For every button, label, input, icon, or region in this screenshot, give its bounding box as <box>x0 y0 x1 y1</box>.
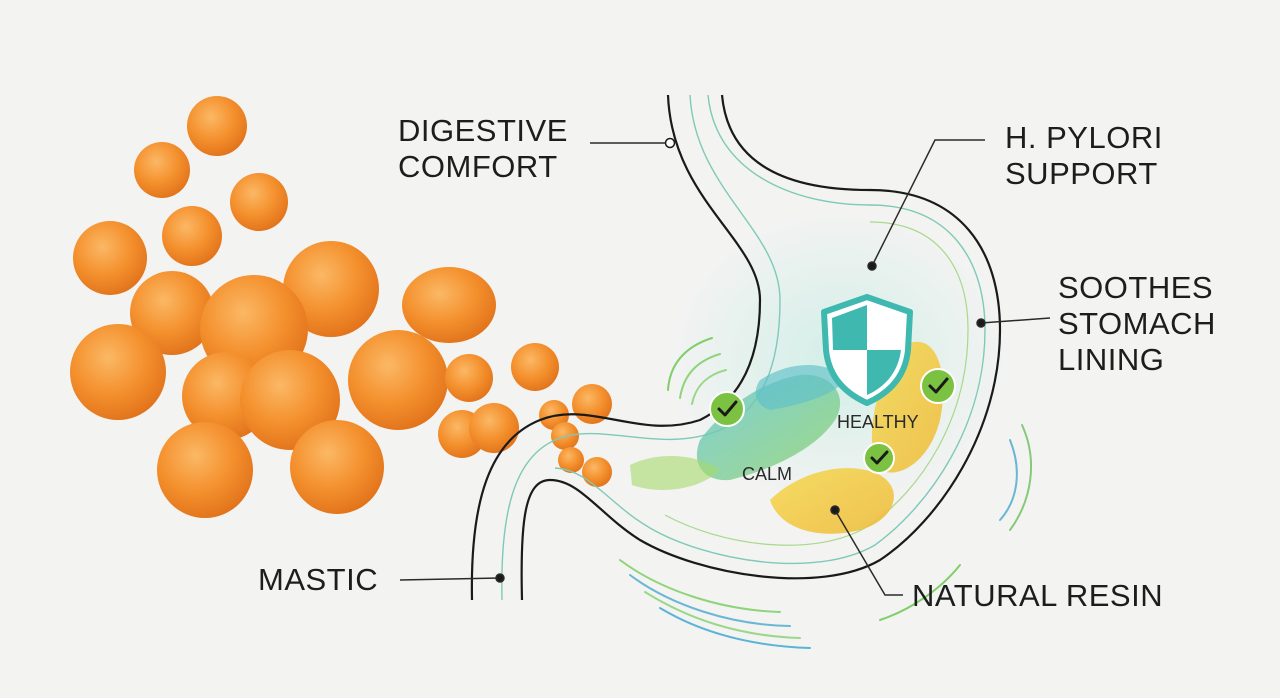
gummy <box>187 96 247 156</box>
yellow-zone <box>770 468 894 534</box>
label-digestive-comfort: DIGESTIVE COMFORT <box>398 113 568 185</box>
mastic-gummies <box>70 96 612 518</box>
leader-hpylori <box>871 139 985 267</box>
leader-lines <box>399 137 1051 596</box>
label-hpylori-support: H. PYLORI SUPPORT <box>1005 120 1163 192</box>
label-soothes-stomach-lining: SOOTHES STOMACH LINING <box>1058 270 1216 378</box>
soothing-ripples <box>619 337 1033 649</box>
gummy <box>157 422 253 518</box>
gummy <box>511 343 559 391</box>
label-calm: CALM <box>742 464 793 484</box>
gummy <box>348 330 448 430</box>
green-zone <box>630 455 720 490</box>
label-line: H. PYLORI <box>1005 120 1163 155</box>
gummy <box>70 324 166 420</box>
gummy <box>283 241 379 337</box>
check-icon <box>863 442 895 474</box>
label-line: LINING <box>1058 342 1165 377</box>
stomach-outline <box>470 94 1002 601</box>
gummy <box>73 221 147 295</box>
label-natural-resin: NATURAL RESIN <box>912 578 1164 613</box>
gummy <box>130 271 214 355</box>
label-mastic: MASTIC <box>258 562 379 597</box>
gummy <box>469 403 519 453</box>
stomach-outer-wall <box>470 94 1002 601</box>
gummy <box>240 350 340 450</box>
gummy <box>230 173 288 231</box>
teal-zone <box>755 365 845 410</box>
gummy <box>162 206 222 266</box>
label-line: STOMACH <box>1058 306 1216 341</box>
label-line: DIGESTIVE <box>398 113 568 148</box>
stomach-inner-line <box>554 94 986 565</box>
label-line: COMFORT <box>398 149 558 184</box>
check-icon <box>920 368 956 404</box>
gummy <box>402 267 496 343</box>
gummy <box>558 447 584 473</box>
label-line: SUPPORT <box>1005 156 1158 191</box>
stomach-inner-line <box>664 221 969 546</box>
check-icon <box>709 391 745 427</box>
leader-soothes <box>980 317 1051 324</box>
label-line: SOOTHES <box>1058 270 1214 305</box>
gummy <box>134 142 190 198</box>
label-healthy: HEALTHY <box>837 412 919 432</box>
shield-icon <box>821 294 913 406</box>
gummy <box>445 354 493 402</box>
leader-resin <box>834 509 903 596</box>
gummy <box>582 457 612 487</box>
leader-mastic <box>399 577 501 581</box>
gummy <box>290 420 384 514</box>
